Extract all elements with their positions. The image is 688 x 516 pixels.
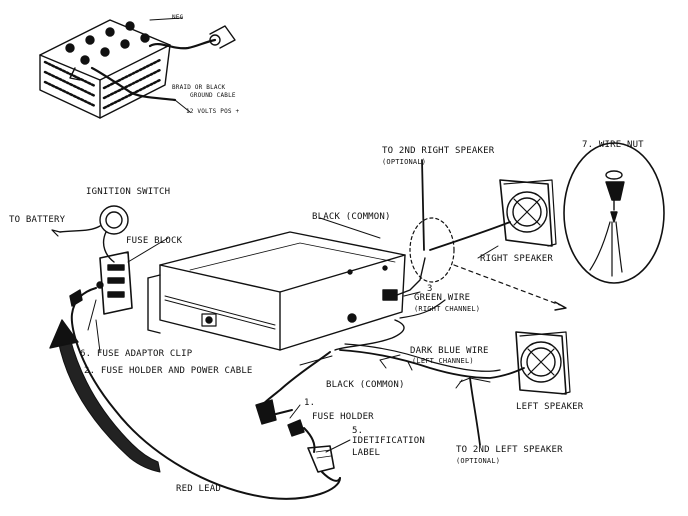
to-2nd-right-wire (421, 159, 425, 251)
fuse-block-label: FUSE BLOCK (126, 236, 183, 246)
to-2nd-left-wire (469, 377, 481, 446)
fuse-holder-label: FUSE HOLDER (312, 412, 374, 422)
ignition-switch (51, 205, 129, 263)
dark-blue-wire-label: DARK BLUE WIRE (410, 346, 489, 356)
left-speaker-label: LEFT SPEAKER (516, 402, 584, 412)
ground-cable-label-1: BRAID OR BLACK (172, 84, 226, 91)
right-channel-label: (RIGHT CHANNEL) (414, 305, 481, 313)
fuse-adaptor-clip-label: 6. FUSE ADAPTOR CLIP (80, 349, 193, 359)
fuse-holder-power-cable-label: 2. FUSE HOLDER AND POWER CABLE (84, 366, 253, 376)
ident-number: 5. (352, 426, 364, 436)
fuse-holder-number: 1. (304, 398, 316, 408)
optional-left-label: (OPTIONAL) (456, 457, 501, 465)
left-channel-label: (LEFT CHANNEL) (412, 357, 474, 365)
fuse-block (96, 251, 133, 315)
fuse-holder (255, 399, 341, 482)
junction-highlight (409, 217, 455, 283)
left-speaker-wire (339, 349, 525, 379)
battery-pos-label: 12 VOLTS POS + (186, 108, 240, 115)
optional-right-label: (OPTIONAL) (382, 158, 427, 166)
ident-label-2: LABEL (352, 448, 381, 458)
to-battery-label: TO BATTERY (9, 215, 66, 225)
black-common-top-label: BLACK (COMMON) (312, 212, 391, 222)
ground-cable-label-2: GROUND CABLE (190, 92, 236, 99)
radio-unit (147, 231, 446, 351)
red-lead-wire (70, 287, 341, 500)
right-speaker-label: RIGHT SPEAKER (480, 254, 554, 264)
black-common-bottom-label: BLACK (COMMON) (326, 380, 405, 390)
battery (39, 17, 236, 119)
to-2nd-left-speaker-label: TO 2ND LEFT SPEAKER (456, 445, 563, 455)
red-lead-label: RED LEAD (176, 484, 221, 494)
ident-label-1: IDETIFICATION (352, 436, 426, 446)
wire-nut-detail (563, 142, 665, 284)
green-wire-number: 3 (427, 284, 433, 294)
left-speaker (515, 331, 571, 395)
wire-nut-label: 7. WIRE NUT (582, 140, 644, 150)
to-2nd-right-speaker-label: TO 2ND RIGHT SPEAKER (382, 146, 495, 156)
curved-arrow (49, 319, 161, 473)
battery-neg-label: NEG (172, 14, 184, 21)
ignition-switch-label: IGNITION SWITCH (86, 187, 171, 197)
right-speaker (499, 179, 557, 247)
green-wire-label: GREEN WIRE (414, 293, 471, 303)
